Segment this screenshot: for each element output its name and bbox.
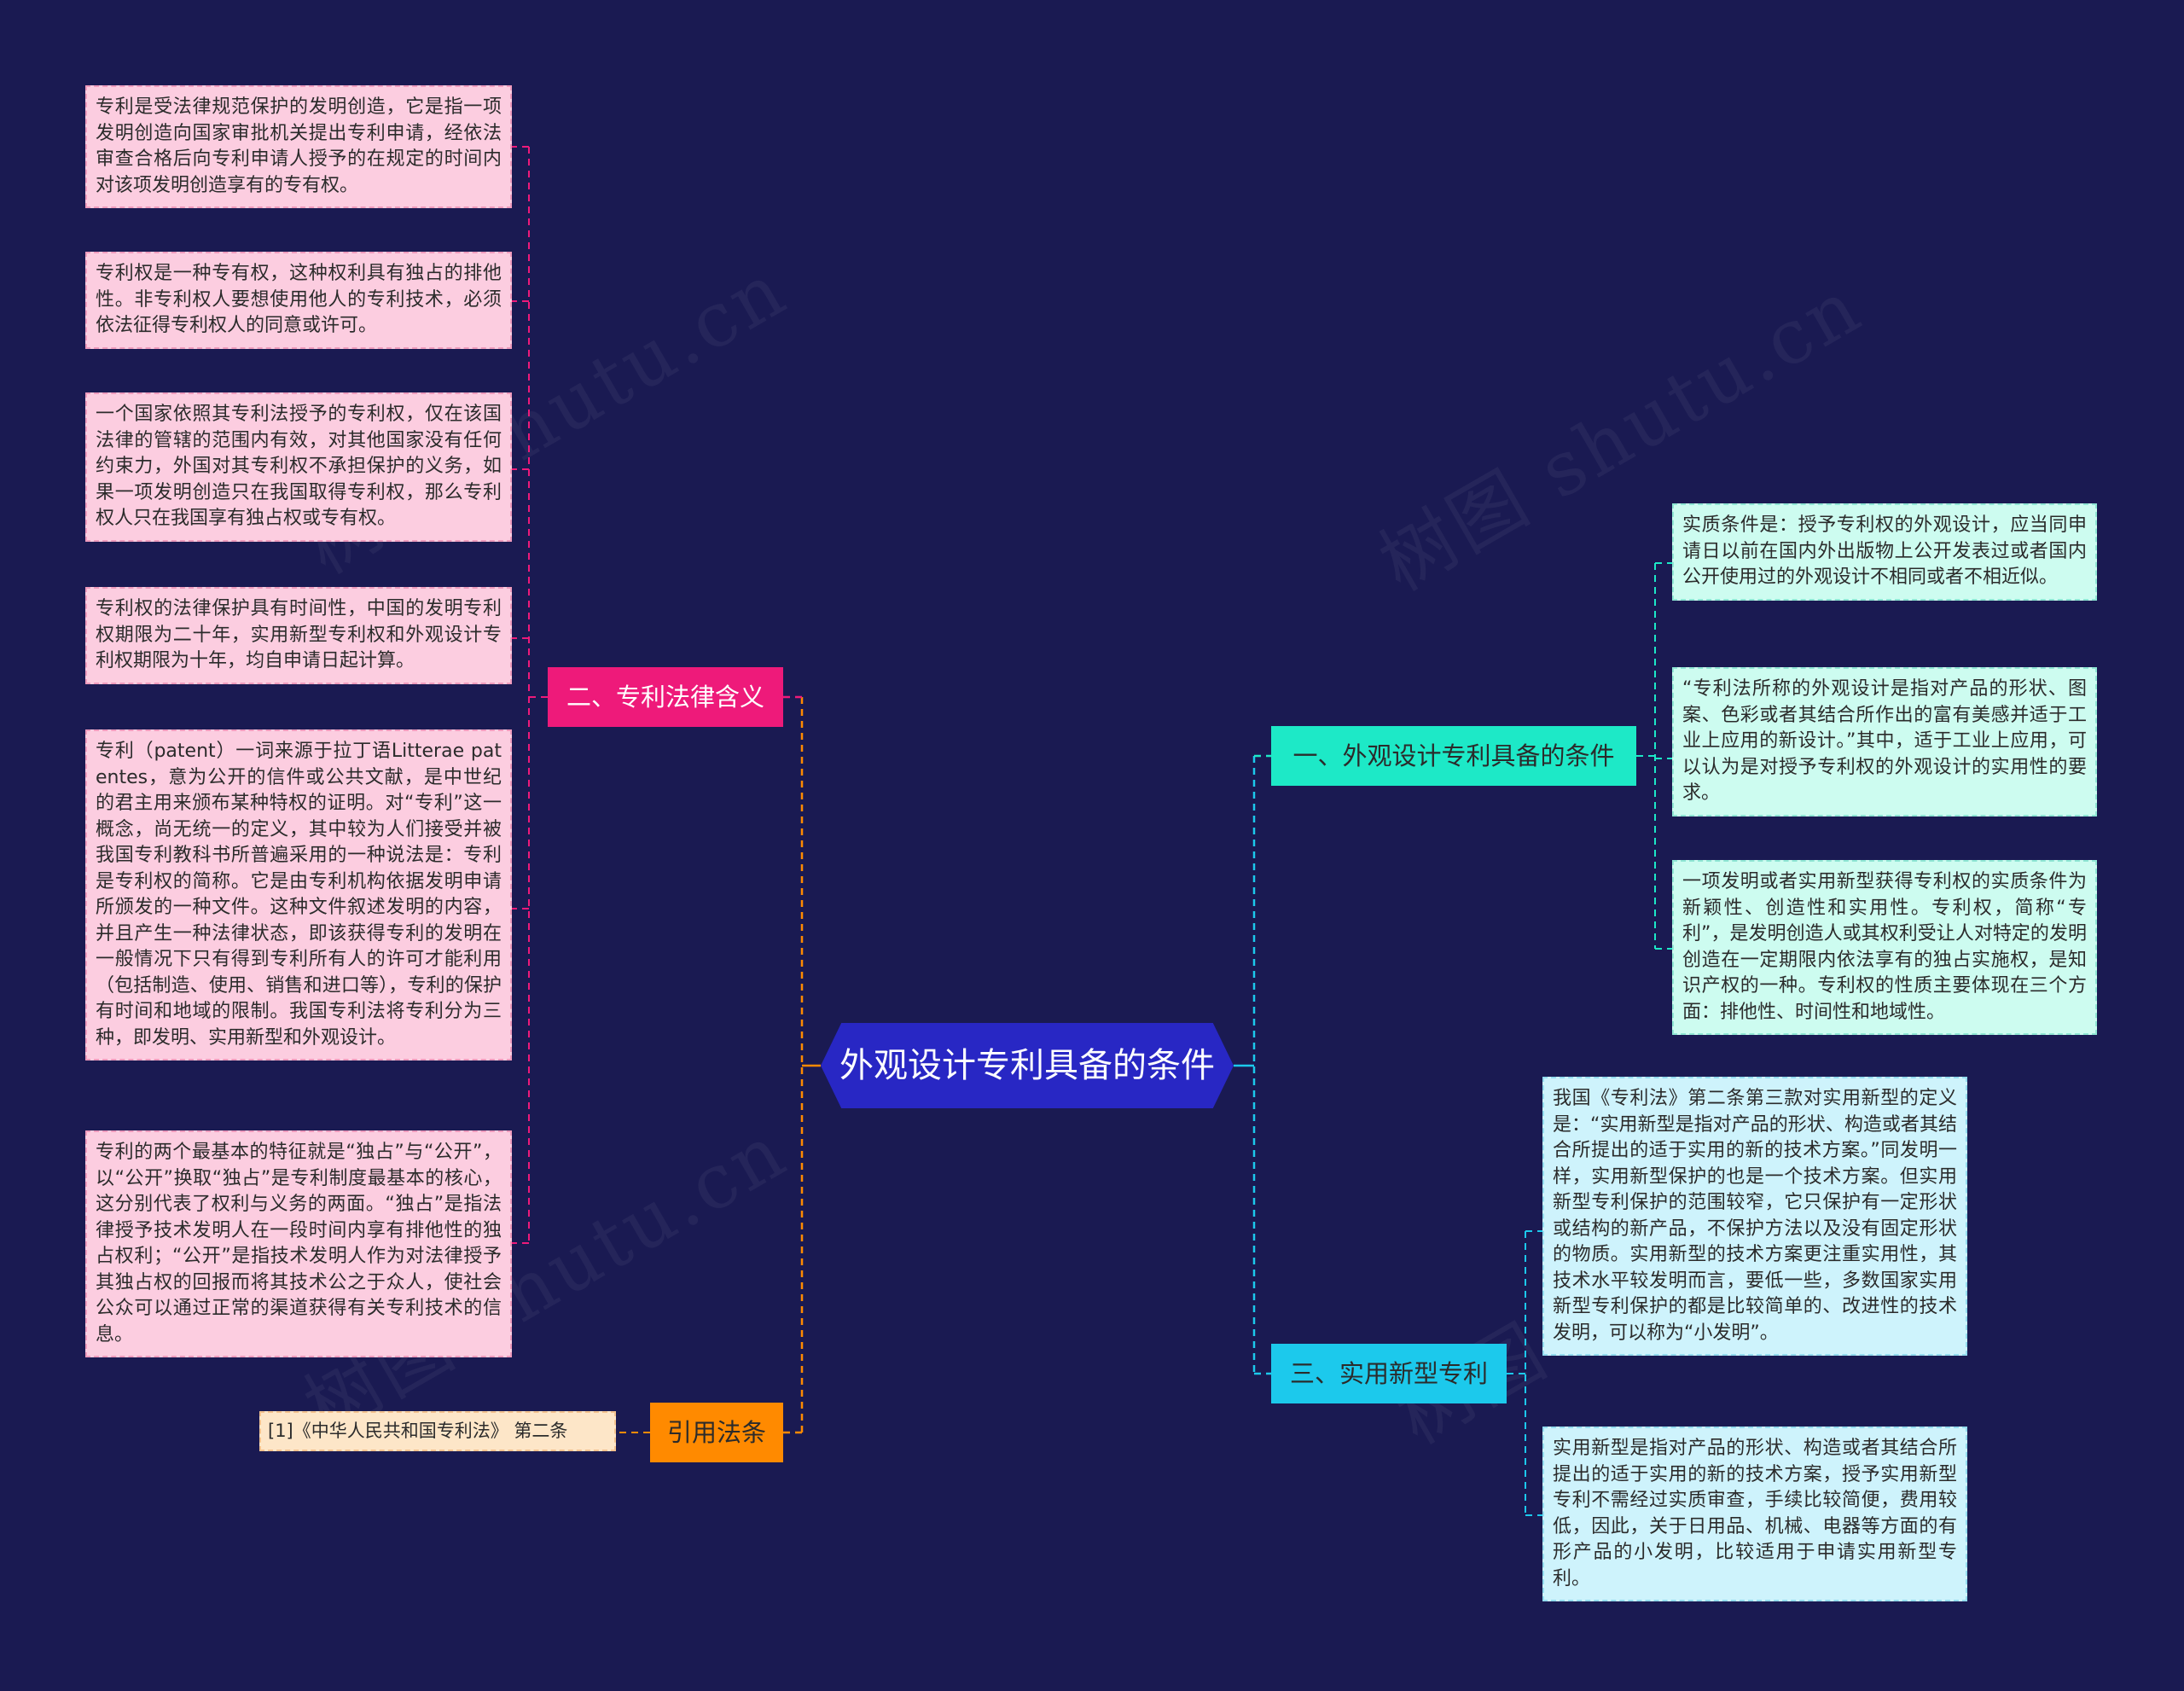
leaf-law-citation[interactable]: [1]《中华人民共和国专利法》 第二条 [259,1411,616,1451]
leaf-patent-definition[interactable]: 专利是受法律规范保护的发明创造，它是指一项发明创造向国家审批机关提出专利申请，经… [85,85,512,208]
leaf-patent-territoriality[interactable]: 一个国家依照其专利法授予的专利权，仅在该国法律的管辖的范围内有效，对其他国家没有… [85,392,512,542]
branch-label: 三、实用新型专利 [1289,1359,1488,1388]
leaf-patent-features[interactable]: 专利的两个最基本的特征就是“独占”与“公开”，以“公开”换取“独占”是专利制度最… [85,1130,512,1357]
leaf-patent-etymology[interactable]: 专利（patent）一词来源于拉丁语Litterae patentes，意为公开… [85,729,512,1061]
branch-cited-law[interactable]: 引用法条 [650,1403,783,1462]
leaf-patent-exclusivity[interactable]: 专利权是一种专有权，这种权利具有独占的排他性。非专利权人要想使用他人的专利技术，… [85,252,512,349]
branch-patent-legal-meaning[interactable]: 二、专利法律含义 [548,667,783,727]
leaf-substantive-condition[interactable]: 实质条件是：授予专利权的外观设计，应当同申请日以前在国内外出版物上公开发表过或者… [1672,503,2097,601]
branch-design-patent-conditions[interactable]: 一、外观设计专利具备的条件 [1271,726,1636,786]
central-topic-label: 外观设计专利具备的条件 [839,1046,1215,1085]
leaf-invention-conditions[interactable]: 一项发明或者实用新型获得专利权的实质条件为新颖性、创造性和实用性。专利权，简称“… [1672,860,2097,1035]
leaf-patent-timeliness[interactable]: 专利权的法律保护具有时间性，中国的发明专利权期限为二十年，实用新型专利权和外观设… [85,587,512,684]
branch-utility-model-patent[interactable]: 三、实用新型专利 [1271,1344,1507,1403]
central-topic[interactable]: 外观设计专利具备的条件 [821,1023,1234,1108]
leaf-utility-model-application[interactable]: 实用新型是指对产品的形状、构造或者其结合所提出的适于实用的新的技术方案，授予实用… [1542,1427,1967,1601]
branch-label: 二、专利法律含义 [566,683,764,712]
leaf-design-definition[interactable]: “专利法所称的外观设计是指对产品的形状、图案、色彩或者其结合所作出的富有美感并适… [1672,667,2097,816]
branch-label: 引用法条 [666,1418,766,1447]
leaf-utility-model-definition[interactable]: 我国《专利法》第二条第三款对实用新型的定义是：“实用新型是指对产品的形状、构造或… [1542,1077,1967,1356]
branch-label: 一、外观设计专利具备的条件 [1292,741,1615,770]
